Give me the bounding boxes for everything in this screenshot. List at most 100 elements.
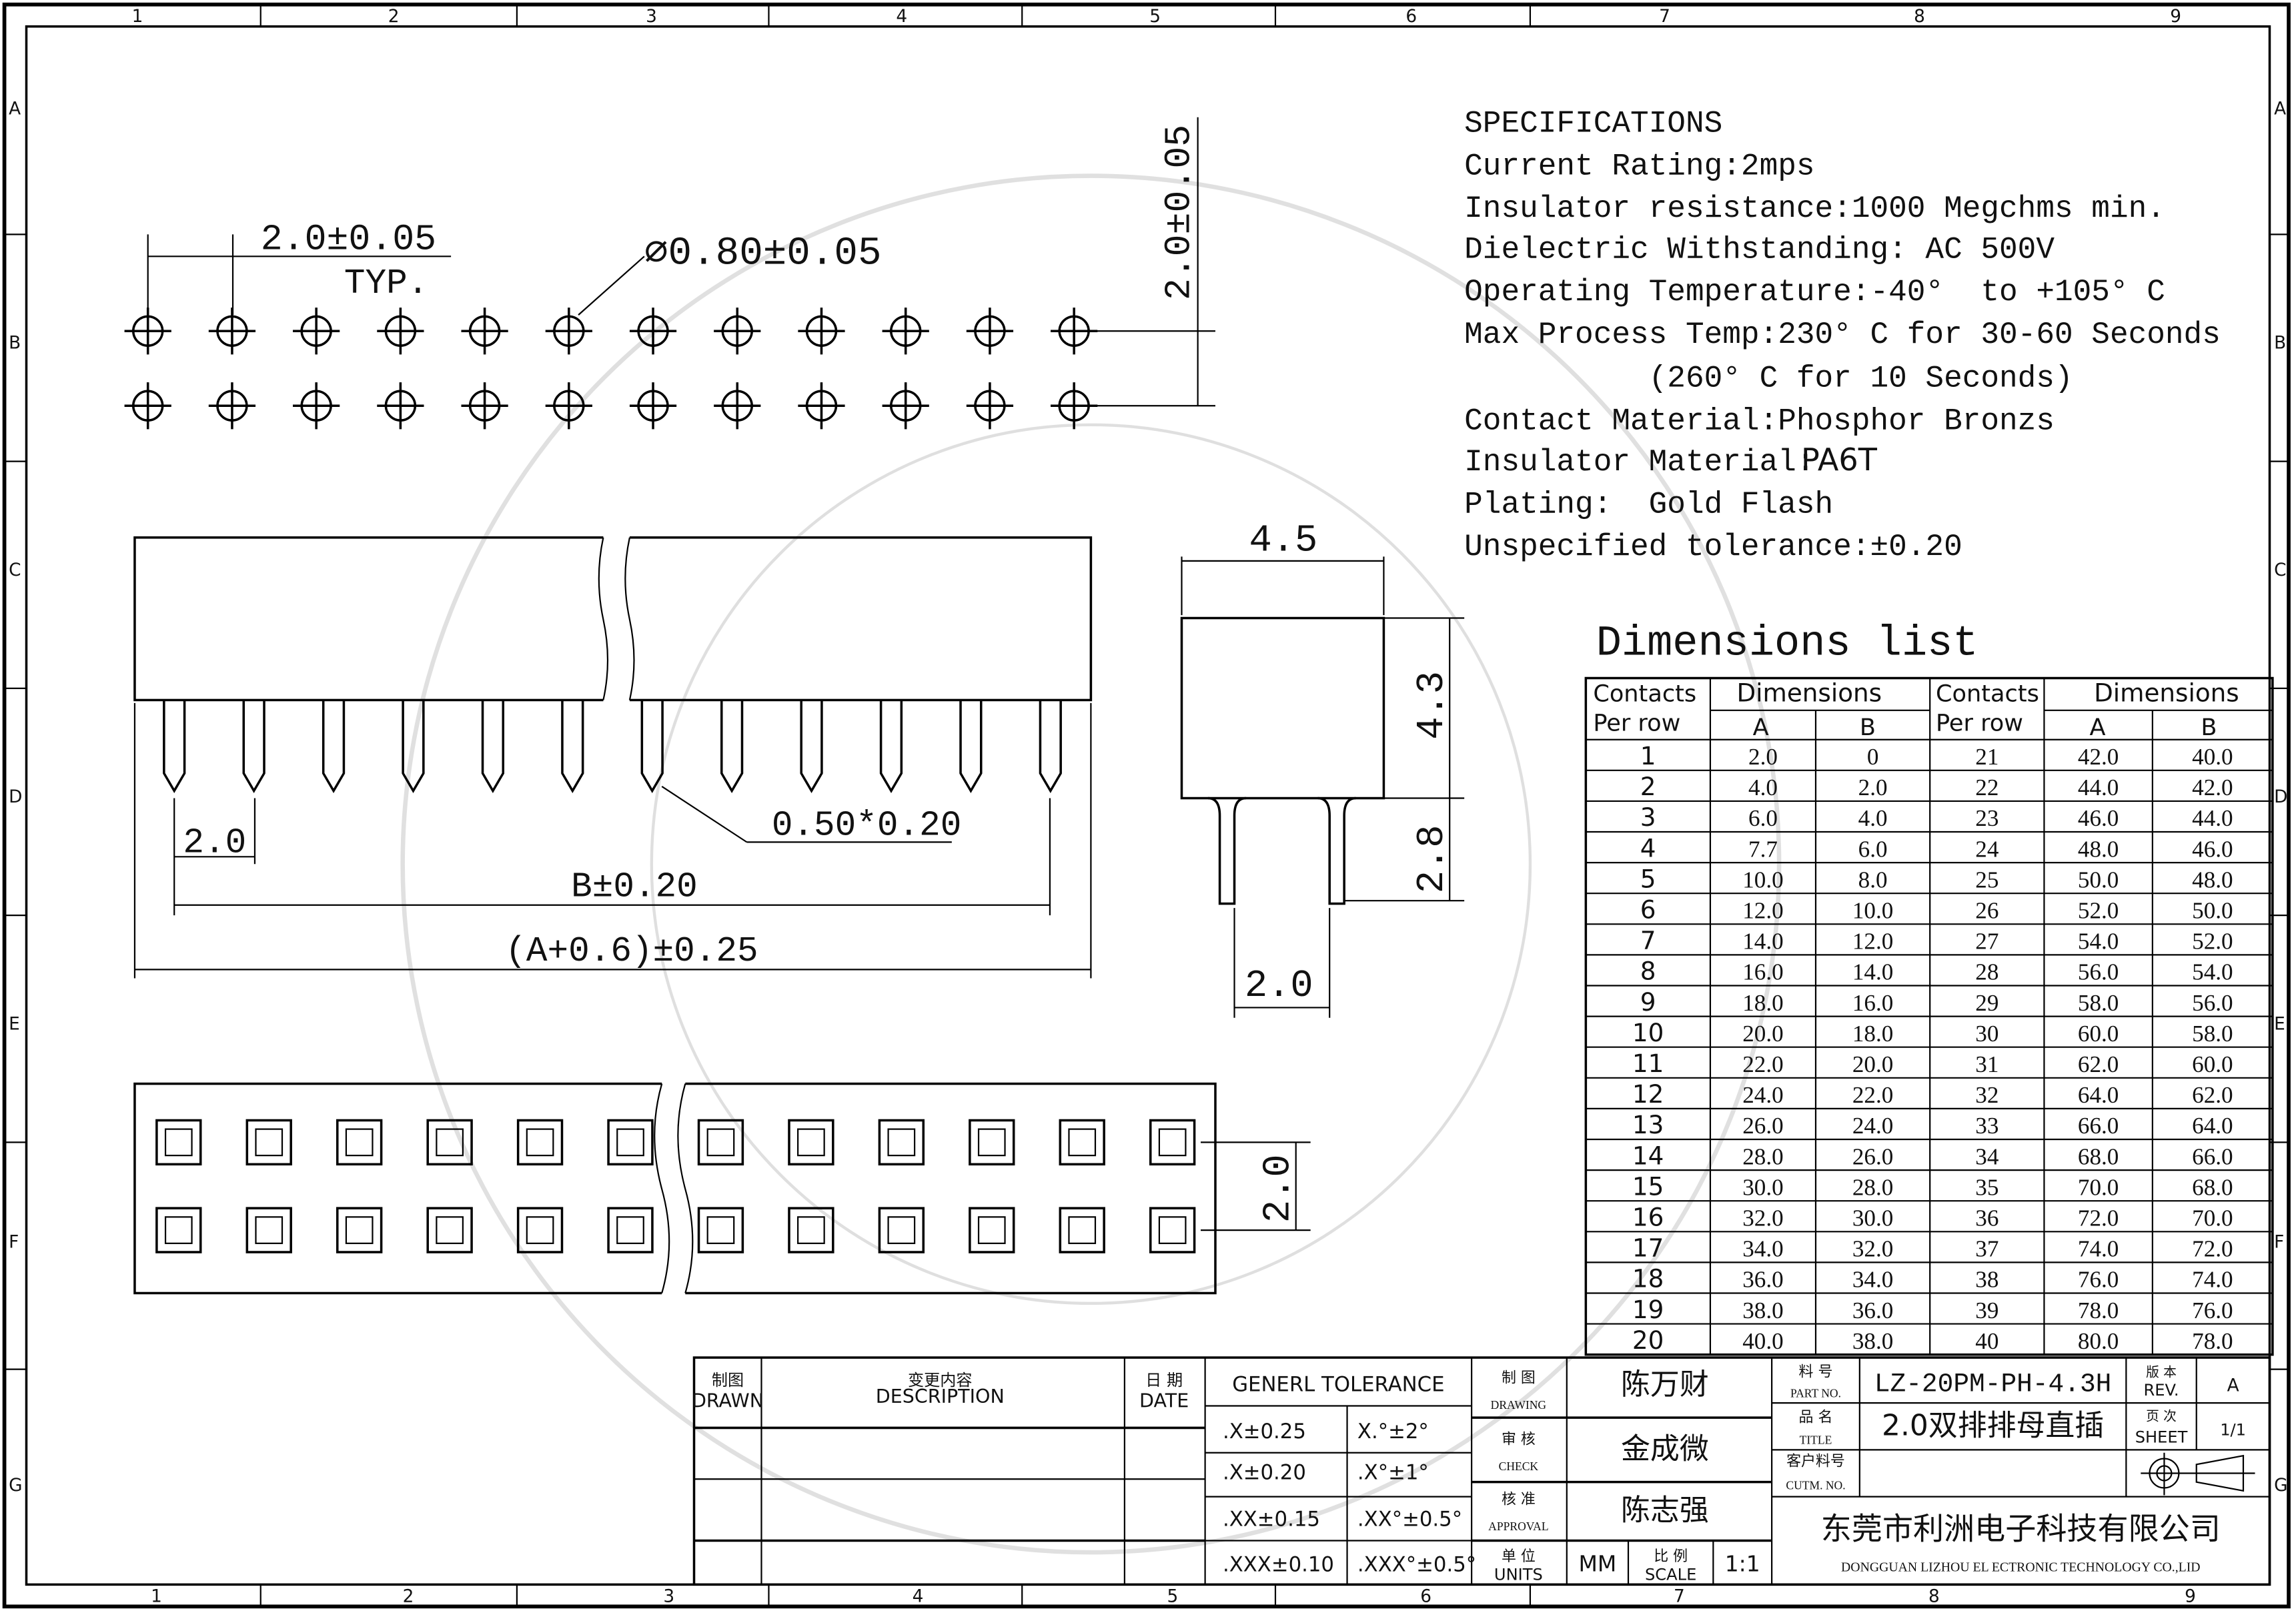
table-cell: 32.0	[1742, 1205, 1783, 1231]
frame-column-marker: 4	[913, 1587, 924, 1607]
typ-label: TYP.	[344, 263, 428, 304]
cell-inner	[526, 1128, 554, 1157]
title-block-text: LZ-20PM-PH-4.3H	[1874, 1370, 2112, 1400]
spec-line: Insulator resistance:1000 Megchms min.	[1464, 191, 2165, 226]
table-cell: 32.0	[1852, 1236, 1893, 1262]
cell-outer	[1059, 1207, 1105, 1253]
spec-line: Plating: Gold Flash	[1464, 487, 1833, 522]
title-block-text: MM	[1579, 1551, 1617, 1577]
pin-hole	[1051, 382, 1098, 430]
contact-cell	[969, 1207, 1015, 1253]
table-cell: 40	[1975, 1328, 1998, 1354]
table-cell: 35	[1975, 1174, 1998, 1200]
table-cell: 70.0	[2078, 1174, 2119, 1200]
frame-column-marker: 8	[1914, 7, 1925, 27]
cell-inner	[1158, 1216, 1187, 1244]
table-cell: 28	[1975, 959, 1998, 985]
frame-column-marker: 6	[1405, 7, 1417, 27]
cell-inner	[887, 1128, 916, 1157]
frame-column-marker: 7	[1659, 7, 1670, 27]
table-cell: 7.7	[1748, 836, 1778, 862]
table-cell: 52.0	[2078, 898, 2119, 924]
bottom-row-pitch-label: 2.0	[1257, 1154, 1301, 1223]
table-cell: 10	[1632, 1018, 1664, 1047]
b-dimension-label: B±0.20	[571, 867, 698, 907]
watermark-seal	[400, 173, 1782, 1555]
pin-pitch-label: 2.0	[1245, 965, 1313, 1008]
cell-outer	[1149, 1207, 1196, 1253]
table-cell: 12	[1632, 1079, 1664, 1109]
pin	[163, 700, 186, 794]
cell-inner	[1068, 1216, 1097, 1244]
cell-outer	[516, 1207, 564, 1253]
table-cell: 22.0	[1742, 1051, 1783, 1077]
cell-inner	[345, 1128, 374, 1157]
title-block-text: 日 期	[1145, 1371, 1183, 1390]
cell-inner	[1158, 1128, 1187, 1157]
table-cell: 14	[1632, 1141, 1664, 1170]
table-cell: 66.0	[2192, 1143, 2233, 1169]
cell-inner	[436, 1128, 464, 1157]
pin	[800, 700, 823, 794]
contact-cell	[1059, 1207, 1105, 1253]
title-block-text: APPROVAL	[1488, 1520, 1548, 1533]
cell-inner	[436, 1216, 464, 1244]
cell-inner	[797, 1128, 825, 1157]
frame-column-marker: 2	[388, 7, 400, 27]
tolerance-linear: .XXX±0.10	[1223, 1553, 1334, 1577]
cell-inner	[255, 1216, 283, 1244]
frame-row-marker: D	[9, 787, 22, 807]
table-cell: 9	[1640, 987, 1656, 1017]
table-cell: 68.0	[2078, 1143, 2119, 1169]
table-cell: 16.0	[1852, 990, 1893, 1016]
header-dimensions: Dimensions	[1736, 678, 1882, 708]
table-cell: 14.0	[1852, 959, 1893, 985]
pin-hole	[124, 308, 171, 355]
table-cell: 16	[1632, 1203, 1664, 1232]
header-per-row: Per row	[1593, 710, 1680, 737]
table-cell: 54.0	[2078, 929, 2119, 955]
cell-outer	[426, 1119, 473, 1166]
frame-row-marker: A	[2274, 99, 2286, 119]
table-cell: 78.0	[2192, 1328, 2233, 1354]
projection-symbol-icon	[2141, 1452, 2255, 1496]
contact-cell	[878, 1119, 925, 1166]
table-cell: 40.0	[1742, 1328, 1783, 1354]
table-cell: 46.0	[2078, 805, 2119, 831]
contact-cell	[426, 1119, 473, 1166]
table-cell: 26	[1975, 898, 1998, 924]
pin-hole	[629, 308, 677, 355]
frame-column-marker: 3	[663, 1587, 674, 1607]
table-cell: 72.0	[2078, 1205, 2119, 1231]
cell-inner	[706, 1216, 735, 1244]
cell-outer	[697, 1119, 744, 1166]
spec-line: Contact Material:Phosphor Bronzs	[1464, 404, 2055, 438]
spec-line: Max Process Temp:230° C for 30-60 Second…	[1464, 318, 2221, 352]
contact-cell	[155, 1207, 202, 1253]
table-cell: 48.0	[2078, 836, 2119, 862]
table-cell: 58.0	[2192, 1021, 2233, 1047]
table-cell: 19	[1632, 1295, 1664, 1324]
pin	[322, 700, 346, 794]
tolerance-linear: .X±0.25	[1223, 1420, 1306, 1444]
table-cell: 37	[1975, 1236, 1998, 1262]
pin	[481, 700, 505, 794]
table-cell: 56.0	[2192, 990, 2233, 1016]
hole-diameter-label: ∅0.80±0.05	[644, 231, 882, 276]
table-cell: 28.0	[1742, 1143, 1783, 1169]
table-cell: 15	[1632, 1171, 1664, 1201]
table-cell: 12.0	[1852, 929, 1893, 955]
pin-length-label: 2.8	[1411, 825, 1454, 893]
table-cell: 20.0	[1852, 1051, 1893, 1077]
table-cell: 50.0	[2192, 898, 2233, 924]
table-cell: 12.0	[1742, 898, 1783, 924]
title-block-text: DONGGUAN LIZHOU EL ECTRONIC TECHNOLOGY C…	[1841, 1560, 2201, 1575]
title-block-text: 1/1	[2220, 1420, 2246, 1439]
contact-cell	[245, 1207, 292, 1253]
cell-inner	[616, 1216, 644, 1244]
frame-column-marker: 1	[151, 1587, 162, 1607]
cell-outer	[788, 1207, 834, 1253]
cell-inner	[345, 1216, 374, 1244]
cell-outer	[607, 1119, 654, 1166]
